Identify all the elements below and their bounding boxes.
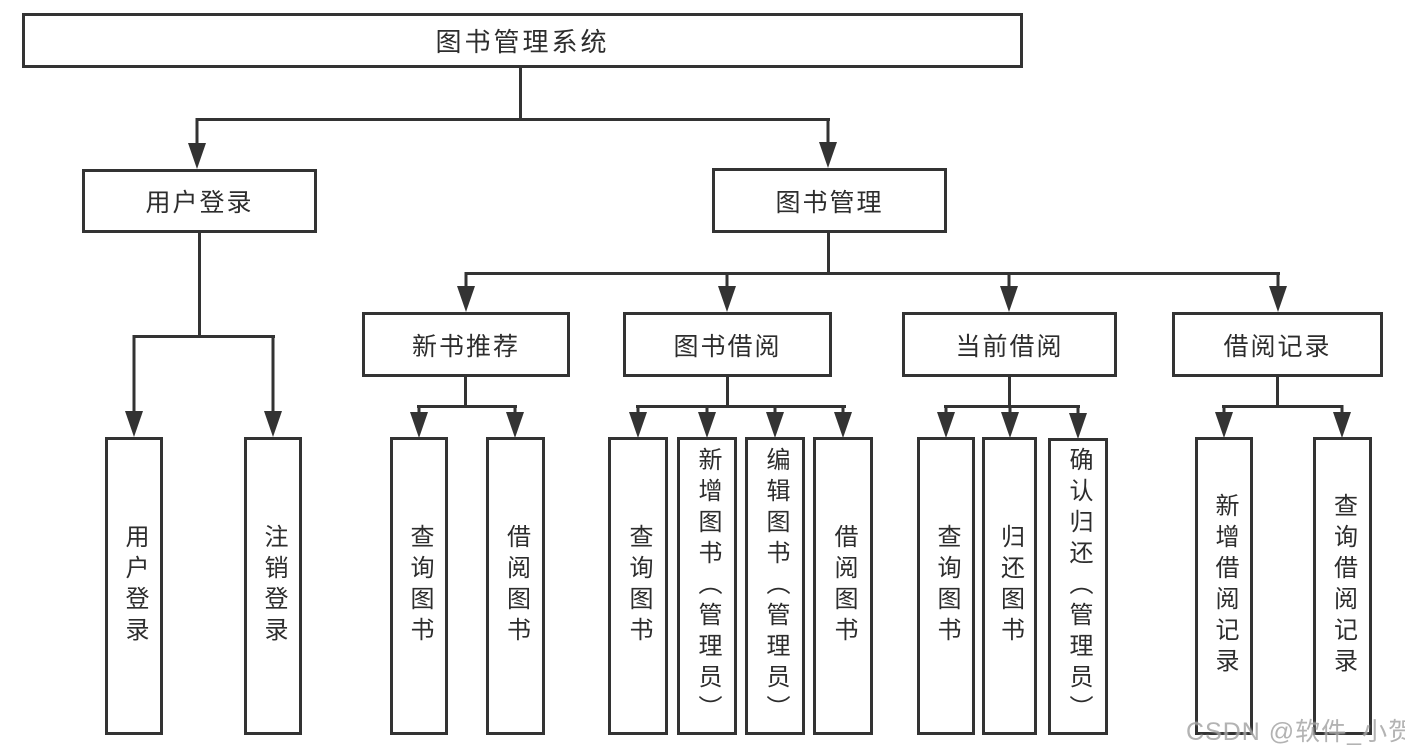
connector-root-stem [519, 68, 522, 118]
leaf-add-borrow-record: 新增借阅记录 [1195, 437, 1253, 735]
node-book-management: 图书管理 [712, 168, 947, 233]
connector-book-borrow-stem [726, 377, 729, 405]
connector-new-book-splitter [417, 405, 517, 408]
leaf-borrow-book: 借阅图书 [813, 437, 873, 735]
connector-current-borrow-stem [1008, 377, 1011, 405]
arrow-down-icon [1000, 272, 1018, 312]
node-current-borrow: 当前借阅 [902, 312, 1117, 377]
arrow-down-icon [937, 405, 955, 438]
leaf-user-login: 用户登录 [105, 437, 163, 735]
arrow-down-icon [1069, 405, 1087, 439]
connector-new-book-stem [464, 377, 467, 405]
connector-user-login-splitter [133, 335, 275, 338]
csdn-watermark: CSDN @软件_小贺同学 [1186, 718, 1405, 746]
arrow-down-icon [506, 405, 524, 438]
arrow-down-icon [718, 272, 736, 312]
node-root-system: 图书管理系统 [22, 13, 1023, 68]
node-new-book-recommend: 新书推荐 [362, 312, 570, 377]
leaf-logout: 注销登录 [244, 437, 302, 735]
arrow-down-icon [629, 405, 647, 438]
leaf-borrow-book: 借阅图书 [486, 437, 545, 735]
connector-user-login-stem [198, 233, 201, 335]
arrow-down-icon [766, 405, 784, 438]
leaf-query-book: 查询图书 [917, 437, 975, 735]
node-borrow-records: 借阅记录 [1172, 312, 1383, 377]
leaf-query-book: 查询图书 [608, 437, 668, 735]
arrow-down-icon [1333, 405, 1351, 438]
leaf-edit-book-admin: 编辑图书（管理员） [745, 437, 805, 735]
connector-level1-splitter [196, 118, 830, 121]
arrow-down-icon [264, 335, 282, 437]
node-user-login: 用户登录 [82, 169, 317, 233]
arrow-down-icon [1001, 405, 1019, 438]
arrow-down-icon [1269, 272, 1287, 312]
leaf-confirm-return-admin: 确认归还（管理员） [1048, 438, 1108, 735]
connector-book-mgmt-stem [827, 233, 830, 272]
leaf-query-book: 查询图书 [390, 437, 448, 735]
connector-level2-splitter [465, 272, 1280, 275]
connector-records-splitter [1222, 405, 1343, 408]
connector-current-borrow-splitter [944, 405, 1080, 408]
arrow-down-icon [819, 118, 837, 168]
connector-records-stem [1276, 377, 1279, 405]
arrow-down-icon [457, 272, 475, 312]
leaf-query-borrow-record: 查询借阅记录 [1313, 437, 1372, 735]
leaf-add-book-admin: 新增图书（管理员） [677, 437, 737, 735]
arrow-down-icon [834, 405, 852, 438]
arrow-down-icon [125, 335, 143, 437]
node-book-borrow: 图书借阅 [623, 312, 832, 377]
arrow-down-icon [1215, 405, 1233, 438]
arrow-down-icon [188, 118, 206, 169]
connector-book-borrow-splitter [636, 405, 846, 408]
arrow-down-icon [410, 405, 428, 438]
leaf-return-book: 归还图书 [982, 437, 1037, 735]
arrow-down-icon [698, 405, 716, 438]
